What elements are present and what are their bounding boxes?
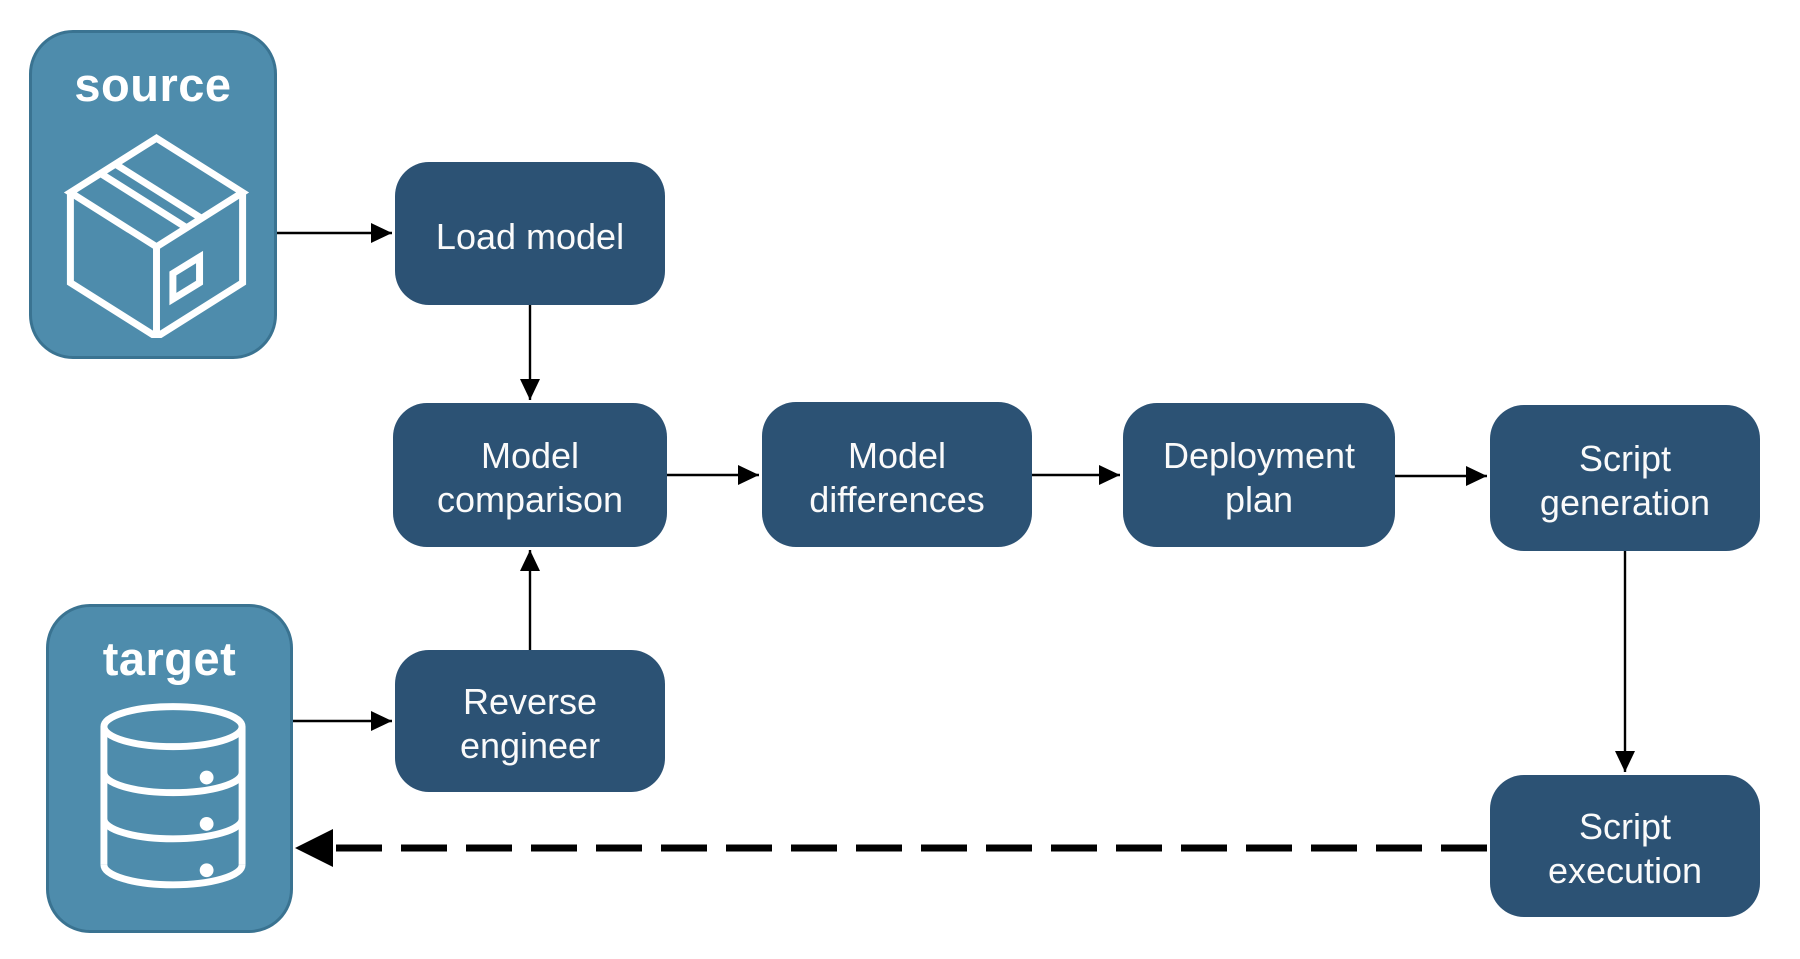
- node-deployment-plan: Deployment plan: [1123, 403, 1395, 547]
- node-load-model: Load model: [395, 162, 665, 305]
- database-icon: [100, 703, 246, 889]
- arrow-script-execution-to-target: [295, 829, 1490, 867]
- node-model-differences: Model differences: [762, 402, 1032, 547]
- package-icon: [63, 134, 250, 338]
- node-script-generation: Script generation: [1490, 405, 1760, 551]
- target-label: target: [102, 632, 237, 685]
- source-label: source: [74, 58, 232, 111]
- endpoint-target: target: [46, 604, 293, 933]
- node-model-comparison: Model comparison: [393, 403, 667, 547]
- dashed-arrowhead: [295, 829, 333, 867]
- node-script-execution: Script execution: [1490, 775, 1760, 917]
- node-reverse-engineer: Reverse engineer: [395, 650, 665, 792]
- endpoint-source: source: [29, 30, 277, 359]
